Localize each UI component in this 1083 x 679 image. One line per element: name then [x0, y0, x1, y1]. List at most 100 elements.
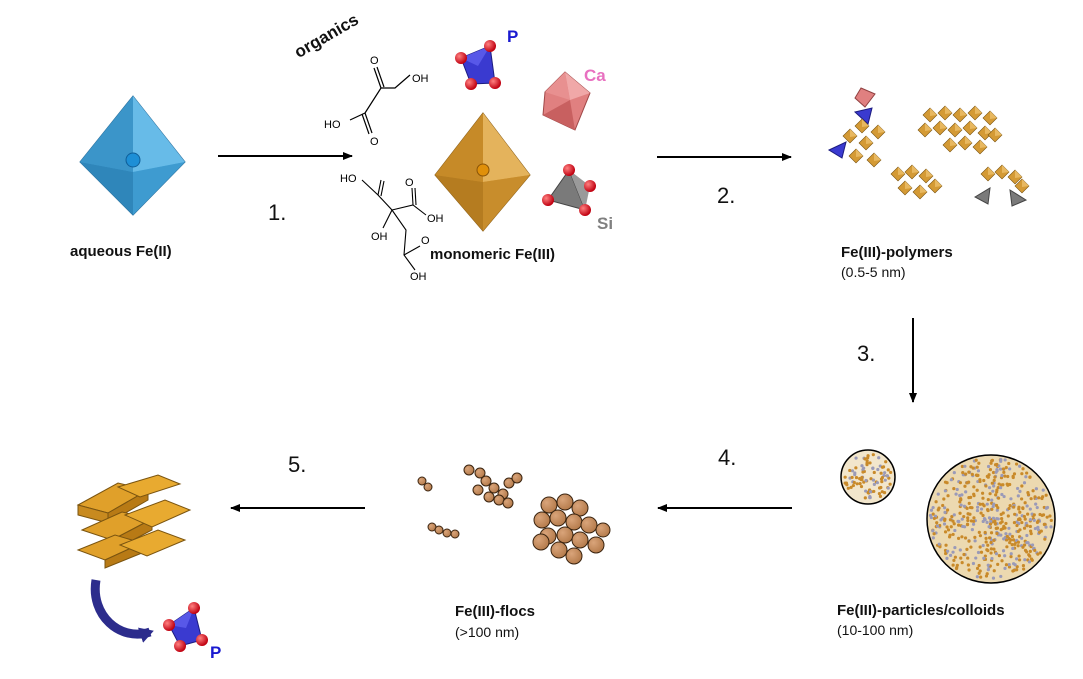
floc-sphere	[463, 464, 475, 476]
colloid-dot	[960, 561, 964, 565]
silicate-tetrahedron-icon	[542, 164, 596, 216]
colloid-dot	[1036, 528, 1041, 532]
colloid-dot	[1031, 489, 1035, 493]
colloid-dot	[951, 532, 955, 537]
colloid-dot	[999, 458, 1003, 462]
fe3-stacked-sheets	[76, 474, 192, 569]
colloid-dot	[943, 489, 948, 493]
colloid-dot	[969, 495, 973, 500]
citric-oh: OH	[427, 213, 444, 225]
colloid-dot	[1005, 545, 1009, 549]
colloid-dot	[1026, 512, 1030, 516]
colloid-dot	[958, 481, 962, 485]
colloid-dot	[935, 524, 940, 528]
colloid-dot	[1008, 503, 1012, 508]
colloid-dot	[982, 478, 986, 483]
colloid-dot	[1014, 462, 1019, 466]
colloid-dot	[942, 497, 946, 501]
colloid-dot	[996, 485, 1000, 490]
colloid-dot	[1018, 510, 1022, 514]
phosphate-final-tetrahedron-icon	[163, 602, 208, 652]
floc-sphere	[556, 493, 574, 511]
colloid-dot	[1005, 482, 1009, 486]
colloid-dot	[957, 523, 961, 527]
colloid-dot	[1003, 566, 1007, 571]
floc-sphere	[595, 522, 611, 538]
colloid-dot	[966, 556, 970, 560]
colloid-dot	[1006, 514, 1010, 518]
colloid-dot	[999, 533, 1003, 537]
stage-label-aqueous: aqueous Fe(II)	[70, 243, 172, 260]
floc-sphere	[417, 476, 427, 486]
colloid-dot	[986, 563, 990, 567]
colloid-dot	[1007, 565, 1012, 569]
colloid-dot	[880, 476, 884, 480]
colloid-dot	[990, 498, 994, 502]
colloid-dot	[880, 480, 884, 484]
colloid-dot	[1018, 489, 1022, 494]
colloid-dot	[938, 545, 942, 549]
colloid-dot	[943, 530, 948, 534]
colloid-dot	[868, 461, 872, 465]
colloid-dot	[1018, 517, 1022, 521]
flocs-group	[417, 464, 611, 565]
colloid-dot	[1001, 549, 1006, 553]
colloid-dot	[959, 497, 963, 501]
colloid-dot	[952, 522, 956, 526]
colloid-dot	[964, 490, 968, 494]
colloid-dot	[1039, 529, 1043, 533]
colloid-dot	[943, 551, 948, 556]
colloid-dot	[843, 475, 847, 479]
colloid-dot	[981, 543, 985, 548]
colloid-dot	[1016, 529, 1020, 534]
colloid-dot	[996, 496, 1001, 500]
colloid-dot	[975, 566, 980, 571]
colloid-dot	[959, 503, 963, 507]
colloid-dot	[989, 519, 993, 524]
stage-label-particles: Fe(III)-particles/colloids	[837, 602, 1005, 619]
colloid-dot	[964, 472, 968, 476]
colloid-dot	[973, 539, 977, 543]
colloid-dot	[1003, 474, 1007, 478]
colloid-dot	[951, 519, 955, 523]
stage-label-polymers: Fe(III)-polymers	[841, 244, 953, 261]
colloid-dot	[864, 478, 868, 483]
colloid-dot	[1045, 515, 1049, 519]
colloid-dot	[1001, 483, 1005, 487]
colloid-dot	[1007, 537, 1012, 541]
colloid-dot	[937, 542, 941, 546]
colloid-dot	[975, 488, 979, 492]
colloid-dot	[951, 563, 955, 567]
colloid-dot	[967, 501, 971, 505]
colloid-dot	[986, 475, 990, 479]
colloid-particles	[843, 453, 1053, 580]
colloid-dot	[1008, 540, 1012, 545]
oxalic-oh-top: OH	[412, 73, 429, 85]
colloid-dot	[1043, 537, 1047, 541]
colloid-dot	[960, 535, 964, 539]
colloid-dot	[863, 457, 867, 461]
colloid-dot	[956, 519, 960, 523]
colloid-dot	[1030, 543, 1035, 547]
colloid-dot	[869, 477, 873, 481]
colloid-dot	[949, 478, 953, 482]
colloid-dot	[993, 519, 997, 523]
colloid-dot	[1024, 475, 1028, 479]
colloid-dot	[987, 536, 992, 540]
colloid-dot	[958, 493, 962, 498]
colloid-dot	[975, 505, 980, 509]
colloid-dot	[866, 454, 870, 458]
step-label-4: 4.	[718, 445, 737, 470]
colloid-dot	[958, 500, 962, 504]
colloid-dot	[989, 547, 993, 551]
colloid-dot	[1004, 532, 1008, 536]
colloid-dot	[979, 507, 984, 511]
colloid-dot	[1049, 518, 1053, 523]
colloid-dot	[1033, 495, 1037, 499]
colloid-dot	[861, 470, 865, 474]
oxalic-o-bottom: O	[370, 136, 379, 148]
colloid-dot	[1023, 501, 1027, 505]
colloid-dot	[889, 470, 893, 475]
colloid-dot	[990, 507, 994, 511]
